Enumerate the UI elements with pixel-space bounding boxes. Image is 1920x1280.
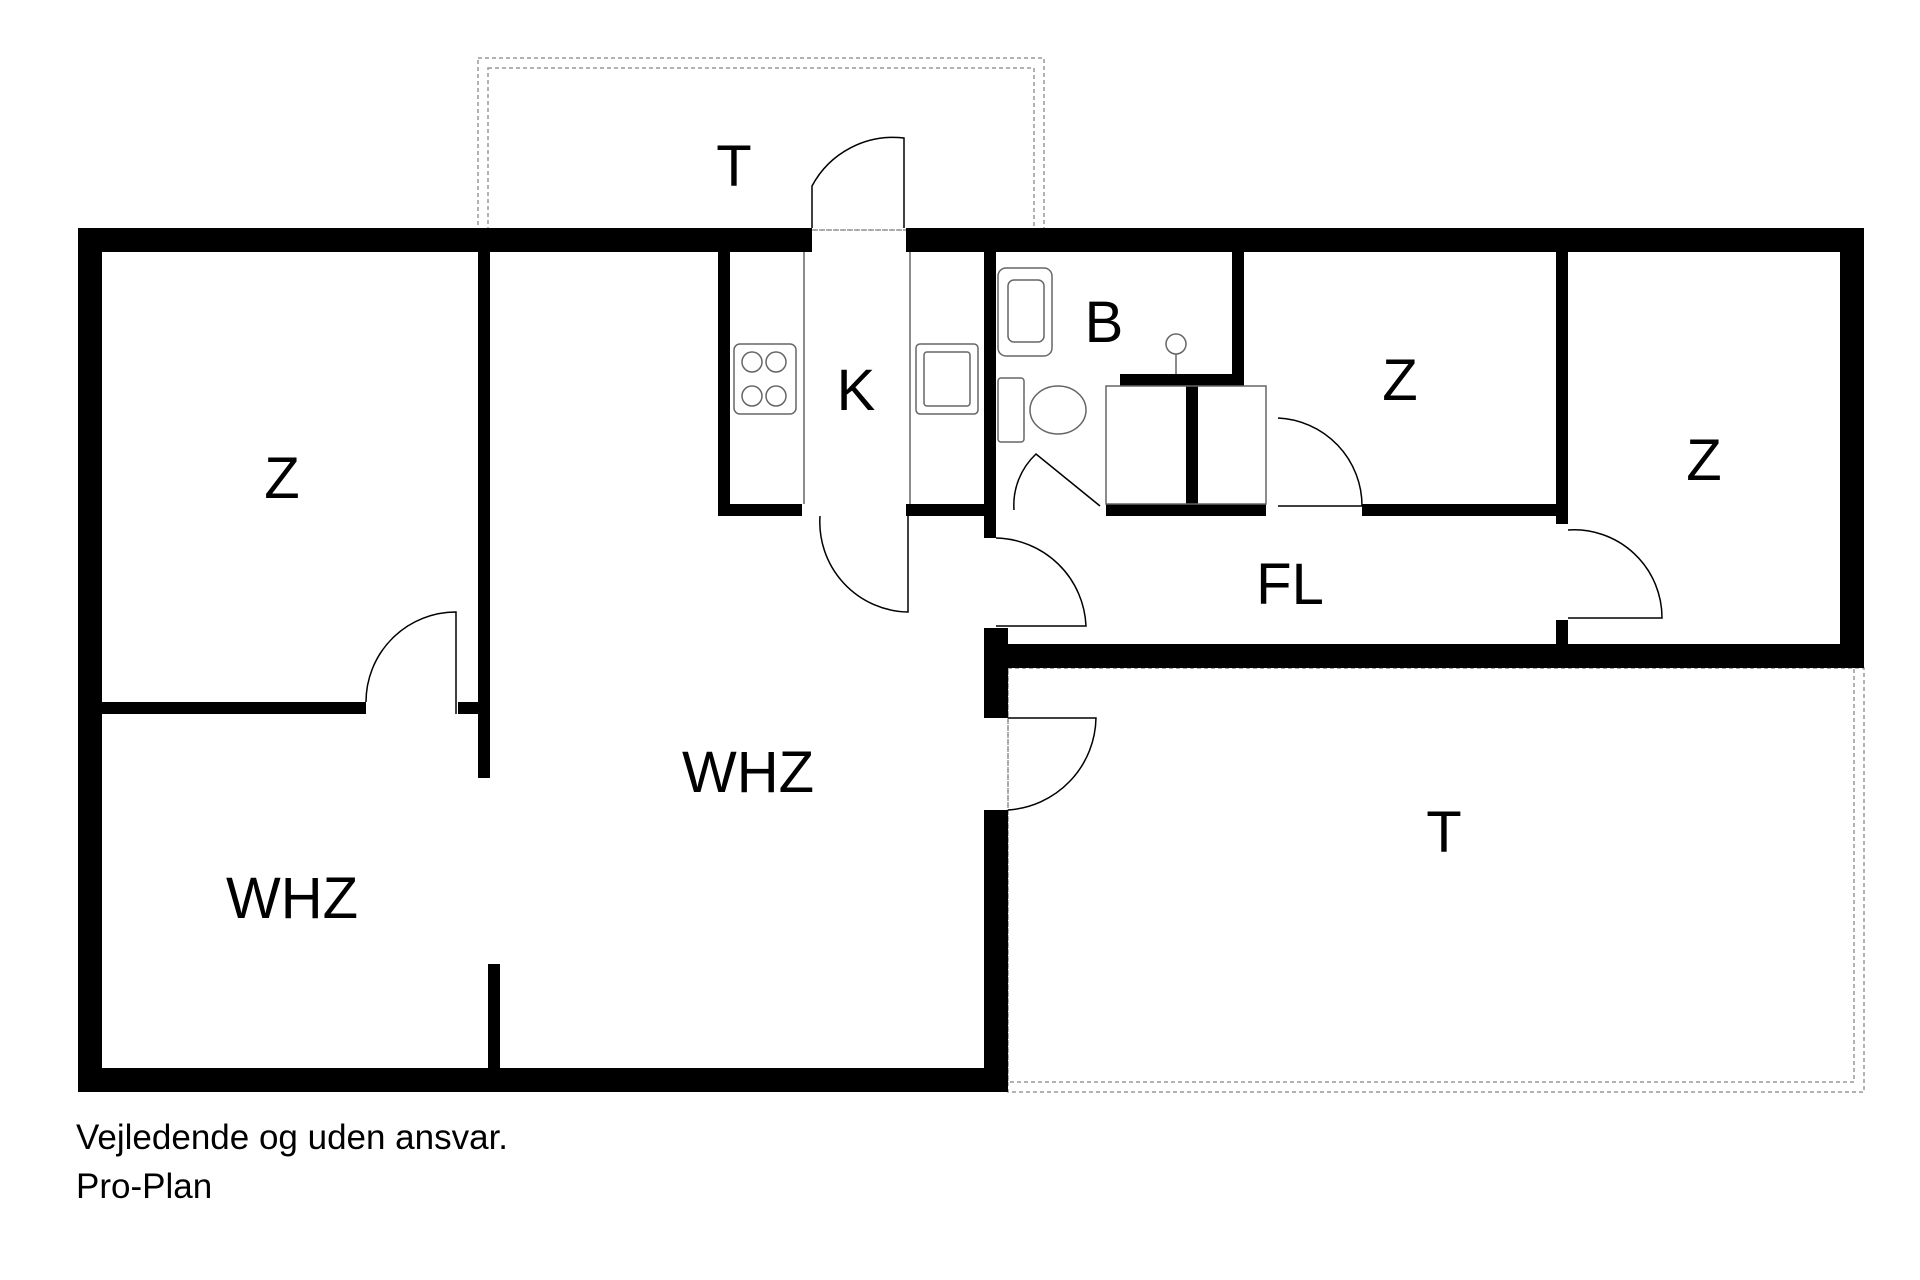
wall-bath-west bbox=[984, 252, 996, 538]
wall-bedroom-south bbox=[102, 702, 366, 714]
wall-bedroom-east-jamb bbox=[458, 702, 490, 714]
stove-icon bbox=[733, 343, 797, 415]
brand-text: Pro-Plan bbox=[76, 1167, 213, 1206]
closet-icon bbox=[1105, 385, 1267, 505]
room-label-terrace-top: T bbox=[716, 134, 751, 199]
room-label-terrace-right: T bbox=[1426, 800, 1461, 865]
stove-burner-4 bbox=[765, 385, 787, 407]
sink-basin bbox=[923, 351, 971, 407]
wall-right-z-west-a bbox=[1556, 252, 1568, 524]
disclaimer-text: Vejledende og uden ansvar. bbox=[76, 1118, 509, 1157]
room-label-z-left: Z bbox=[264, 446, 299, 511]
terrace-top-outline bbox=[477, 57, 1045, 231]
washbasin-icon bbox=[997, 267, 1053, 357]
terrace-outlines bbox=[477, 57, 1865, 1093]
room-label-z-right: Z bbox=[1686, 428, 1721, 493]
wall-closet-mid bbox=[1186, 386, 1198, 516]
wall-living-east-a bbox=[984, 628, 1008, 718]
toilet-tank-icon bbox=[997, 377, 1025, 443]
room-label-bathroom: B bbox=[1085, 290, 1124, 355]
wall-right-z-west-b bbox=[1556, 620, 1568, 648]
door-terrace-right bbox=[1007, 717, 1097, 811]
wall-kitchen-west bbox=[718, 252, 730, 516]
room-labels: T Z K B Z Z FL WHZ WHZ T bbox=[226, 134, 1722, 931]
wall-kitchen-south-b bbox=[906, 504, 996, 516]
sink-icon bbox=[915, 343, 979, 415]
wall-bath-east bbox=[1232, 252, 1244, 386]
wall-left bbox=[78, 228, 102, 1092]
wall-bottom bbox=[78, 1068, 1006, 1092]
walls bbox=[78, 228, 1864, 1092]
wall-living-east-b bbox=[984, 810, 1008, 1092]
wall-middle-z-south bbox=[1362, 504, 1568, 516]
shower-icon bbox=[1165, 333, 1187, 355]
bathroom-fixtures bbox=[997, 267, 1267, 505]
wall-kitchen-south-a bbox=[718, 504, 802, 516]
wall-hall-bottom bbox=[1008, 644, 1864, 668]
door-bathroom bbox=[1013, 453, 1101, 511]
wall-bedroom-east bbox=[478, 252, 490, 778]
room-label-living-main: WHZ bbox=[682, 740, 814, 805]
door-right-z bbox=[1567, 529, 1663, 619]
terrace-right-inner bbox=[1007, 667, 1855, 1083]
door-kitchen-south bbox=[819, 515, 909, 613]
room-label-living-left: WHZ bbox=[226, 866, 358, 931]
wall-top-left bbox=[78, 228, 812, 252]
room-label-kitchen: K bbox=[837, 358, 876, 423]
terrace-top-inner bbox=[487, 67, 1035, 231]
stove-burner-3 bbox=[741, 385, 763, 407]
wall-bath-south bbox=[1120, 374, 1244, 386]
wall-closet-south bbox=[1106, 504, 1266, 516]
washbasin-bowl bbox=[1007, 279, 1045, 343]
stove-burner-1 bbox=[741, 351, 763, 373]
kitchen-fixtures bbox=[733, 252, 979, 504]
wall-right-upper bbox=[1840, 228, 1864, 668]
door-bedroom-left bbox=[365, 611, 457, 714]
door-middle-z bbox=[1277, 417, 1363, 507]
room-label-hallway: FL bbox=[1256, 552, 1324, 617]
doors bbox=[365, 136, 1663, 811]
toilet-bowl-icon bbox=[1029, 385, 1087, 435]
wall-top-right bbox=[906, 228, 1864, 252]
door-hallway bbox=[995, 537, 1087, 627]
stove-burner-2 bbox=[765, 351, 787, 373]
door-terrace-top bbox=[811, 136, 905, 228]
room-label-z-middle: Z bbox=[1382, 348, 1417, 413]
terrace-right-outline bbox=[1007, 667, 1865, 1093]
wall-divider-bottom bbox=[488, 964, 500, 1068]
